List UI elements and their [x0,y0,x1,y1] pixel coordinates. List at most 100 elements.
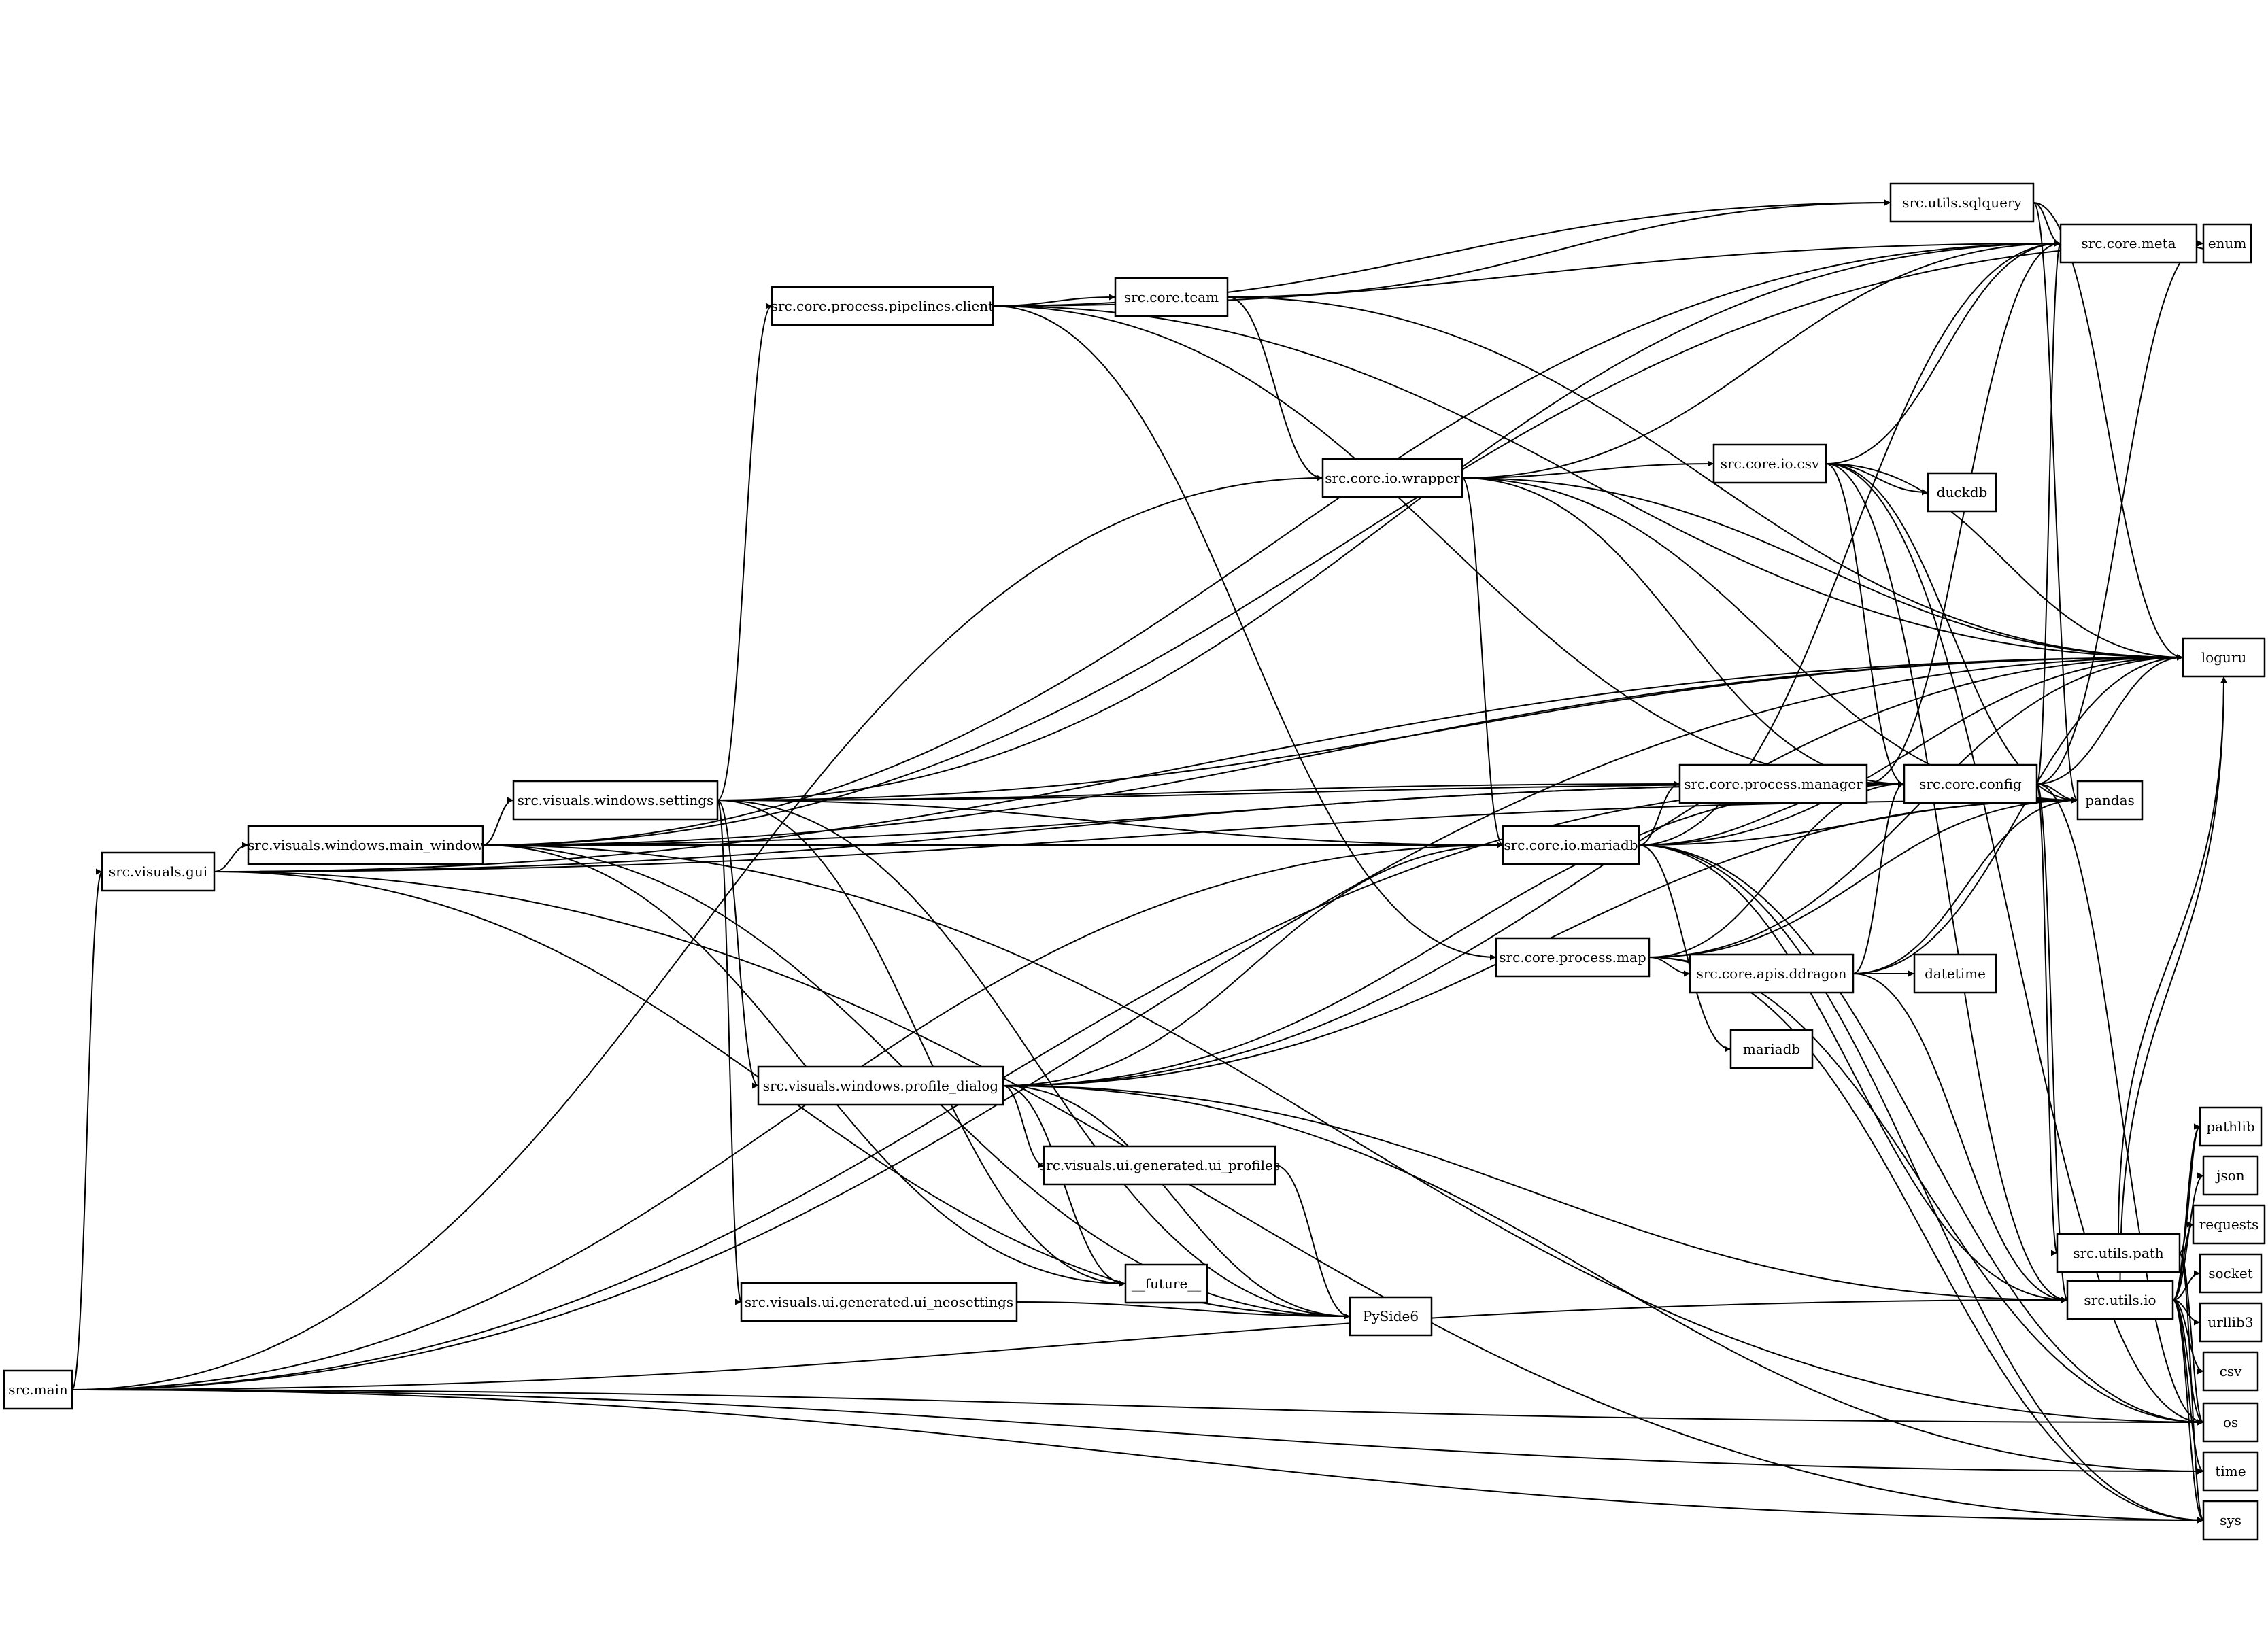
dependency-edge [214,842,249,872]
module-node-box [247,825,484,865]
module-node-src-visuals-ui-generated-ui-profiles: src.visuals.ui.generated.ui_profiles [1039,1145,1280,1186]
dependency-edge [2118,676,2227,1235]
module-node-label: loguru [2201,649,2247,666]
dependency-edge [1866,240,2061,785]
module-node-src-visuals-gui: src.visuals.gui [101,851,216,892]
module-node-label: src.core.process.pipelines.client [771,298,994,314]
module-node-label: src.visuals.gui [109,863,207,880]
dependency-edge [1825,463,2204,1426]
module-node-label: urllib3 [2207,1314,2253,1331]
dependency-edge [71,842,1504,1390]
module-node-label: src.visuals.windows.profile_dialog [763,1078,999,1094]
dependency-edge [1002,1085,2068,1303]
dependency-edge [1852,654,2184,974]
module-node-box [1927,472,1997,513]
module-node-label: src.core.process.map [1499,949,1646,965]
module-node-box [2202,1500,2259,1541]
module-node-box [1889,182,2035,223]
dependency-edge [1638,240,2061,846]
dependency-edge [2036,654,2184,785]
module-node-box [512,780,719,821]
dependency-edge [717,800,1126,1287]
module-node-src-core-process-manager: src.core.process.manager [1678,763,1868,804]
dependency-edge [2036,783,2078,804]
module-node-label: src.core.meta [2081,235,2176,252]
dependency-edge [71,1389,2204,1426]
dependency-edge [1461,477,2184,661]
dependency-edge [1002,654,2184,1086]
module-node-label: time [2215,1463,2246,1479]
module-node-box [2199,1253,2263,1294]
module-node-src-main: src.main [3,1369,73,1410]
dependency-edge [1461,477,1504,848]
dependency-edge [71,1297,2068,1390]
module-node-box [1729,1029,1814,1069]
module-node-box [2199,1106,2263,1147]
module-node-box [101,851,216,892]
module-node-box [1124,1263,1208,1304]
dependency-edge [1852,780,1905,974]
module-node-src-utils-path: src.utils.path [2056,1233,2181,1273]
module-node-box [2059,223,2198,264]
dependency-edge [2172,1299,2204,1426]
dependency-edge [482,797,514,846]
dependency-edge [1825,463,1905,787]
module-node-datetime: datetime [1913,953,1997,994]
dependency-edge [1648,957,2204,1426]
module-node-label: src.core.io.mariadb [1504,837,1638,853]
dependency-edge [2036,783,2068,1303]
module-node-label: src.visuals.ui.generated.ui_neosettings [745,1294,1013,1310]
module-node-sys: sys [2202,1500,2259,1541]
module-node-box [2182,637,2266,678]
module-node-box [2202,223,2252,264]
module-node-src-visuals-windows-settings: src.visuals.windows.settings [512,780,719,821]
module-node-label: pandas [2085,792,2135,808]
module-node-box [1502,825,1640,865]
dependency-edge [1638,844,2204,1426]
dependency-edge [2036,240,2061,785]
module-node-src-utils-io: src.utils.io [2066,1280,2174,1320]
dependency-edge [2172,1270,2201,1301]
module-node-label: src.utils.io [2084,1292,2156,1308]
module-node-box [2066,1280,2174,1320]
dependency-edge [1648,654,2184,958]
dependency-edge [1002,842,1504,1086]
dependency-edge [482,240,2061,846]
module-node-box [1321,458,1463,498]
dependency-edge [1461,477,1905,787]
dependency-edge [717,240,2061,801]
dependency-edge [717,800,1504,848]
module-node-box [1903,763,2038,804]
dependency-edge [214,871,2204,1524]
dependency-edge [717,654,2184,801]
module-node-label: os [2223,1414,2238,1430]
module-node-label: src.core.team [1124,289,1219,305]
module-node-label: __future__ [1132,1275,1202,1292]
dependency-edge [992,305,1905,787]
module-node-box [757,1065,1004,1106]
module-node-src-visuals-windows-main-window: src.visuals.windows.main_window [247,825,484,865]
module-node-label: src.core.io.csv [1721,456,1820,472]
module-node-label: socket [2208,1265,2253,1282]
dependency-edge [1461,460,1714,479]
module-node-label: src.visuals.windows.main_window [248,837,484,853]
module-node-label: src.visuals.windows.settings [518,792,714,808]
module-node-mariadb: mariadb [1729,1029,1814,1069]
module-node-pyside6: PySide6 [1349,1296,1433,1337]
dependency-edge [992,305,1497,961]
module-node-pathlib: pathlib [2199,1106,2263,1147]
module-node-label: csv [2220,1363,2242,1379]
module-node-label: enum [2208,235,2247,252]
module-node-box [3,1369,73,1410]
module-node-box [2202,1451,2259,1492]
dependency-edge [71,1389,2204,1475]
module-node-urllib3: urllib3 [2199,1302,2263,1343]
dependency-edge [1825,463,2068,1303]
dependency-edge [1638,844,1731,1052]
dependency-edge [1852,973,2068,1303]
dependency-edge [482,844,1126,1287]
module-node-src-core-process-map: src.core.process.map [1495,937,1651,978]
dependency-edge [2036,783,2204,1426]
node-layer: src.main src.visuals.gui src.visuals.windo… [3,182,2266,1541]
